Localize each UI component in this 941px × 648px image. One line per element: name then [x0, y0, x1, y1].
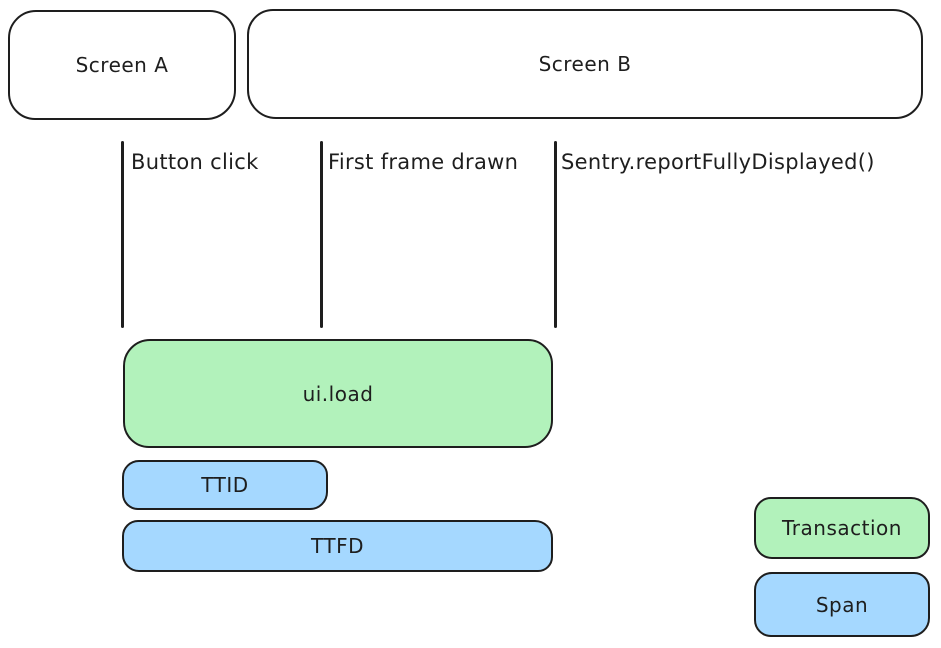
ttfd-span-bar: TTFD: [122, 520, 553, 572]
ui-load-transaction-bar: ui.load: [123, 339, 553, 448]
legend-span-box: Span: [754, 572, 930, 637]
screen-a-label: Screen A: [75, 53, 169, 77]
legend-transaction-box: Transaction: [754, 497, 930, 559]
screen-b-label: Screen B: [538, 52, 632, 76]
screen-a-box: Screen A: [8, 10, 236, 120]
ttid-span-bar: TTID: [122, 460, 328, 510]
screen-b-box: Screen B: [247, 9, 923, 119]
first-frame-drawn-marker-line: [320, 141, 323, 328]
ttid-label: TTID: [201, 473, 249, 497]
button-click-label: Button click: [131, 150, 259, 174]
legend-span-label: Span: [815, 592, 869, 617]
first-frame-drawn-label: First frame drawn: [328, 150, 519, 174]
ttfd-label: TTFD: [311, 534, 364, 558]
legend-transaction-label: Transaction: [782, 516, 902, 540]
report-fully-displayed-label: Sentry.reportFullyDisplayed(): [561, 150, 875, 174]
report-fully-displayed-marker-line: [554, 141, 557, 328]
ui-load-label: ui.load: [302, 381, 374, 406]
button-click-marker-line: [121, 141, 124, 328]
